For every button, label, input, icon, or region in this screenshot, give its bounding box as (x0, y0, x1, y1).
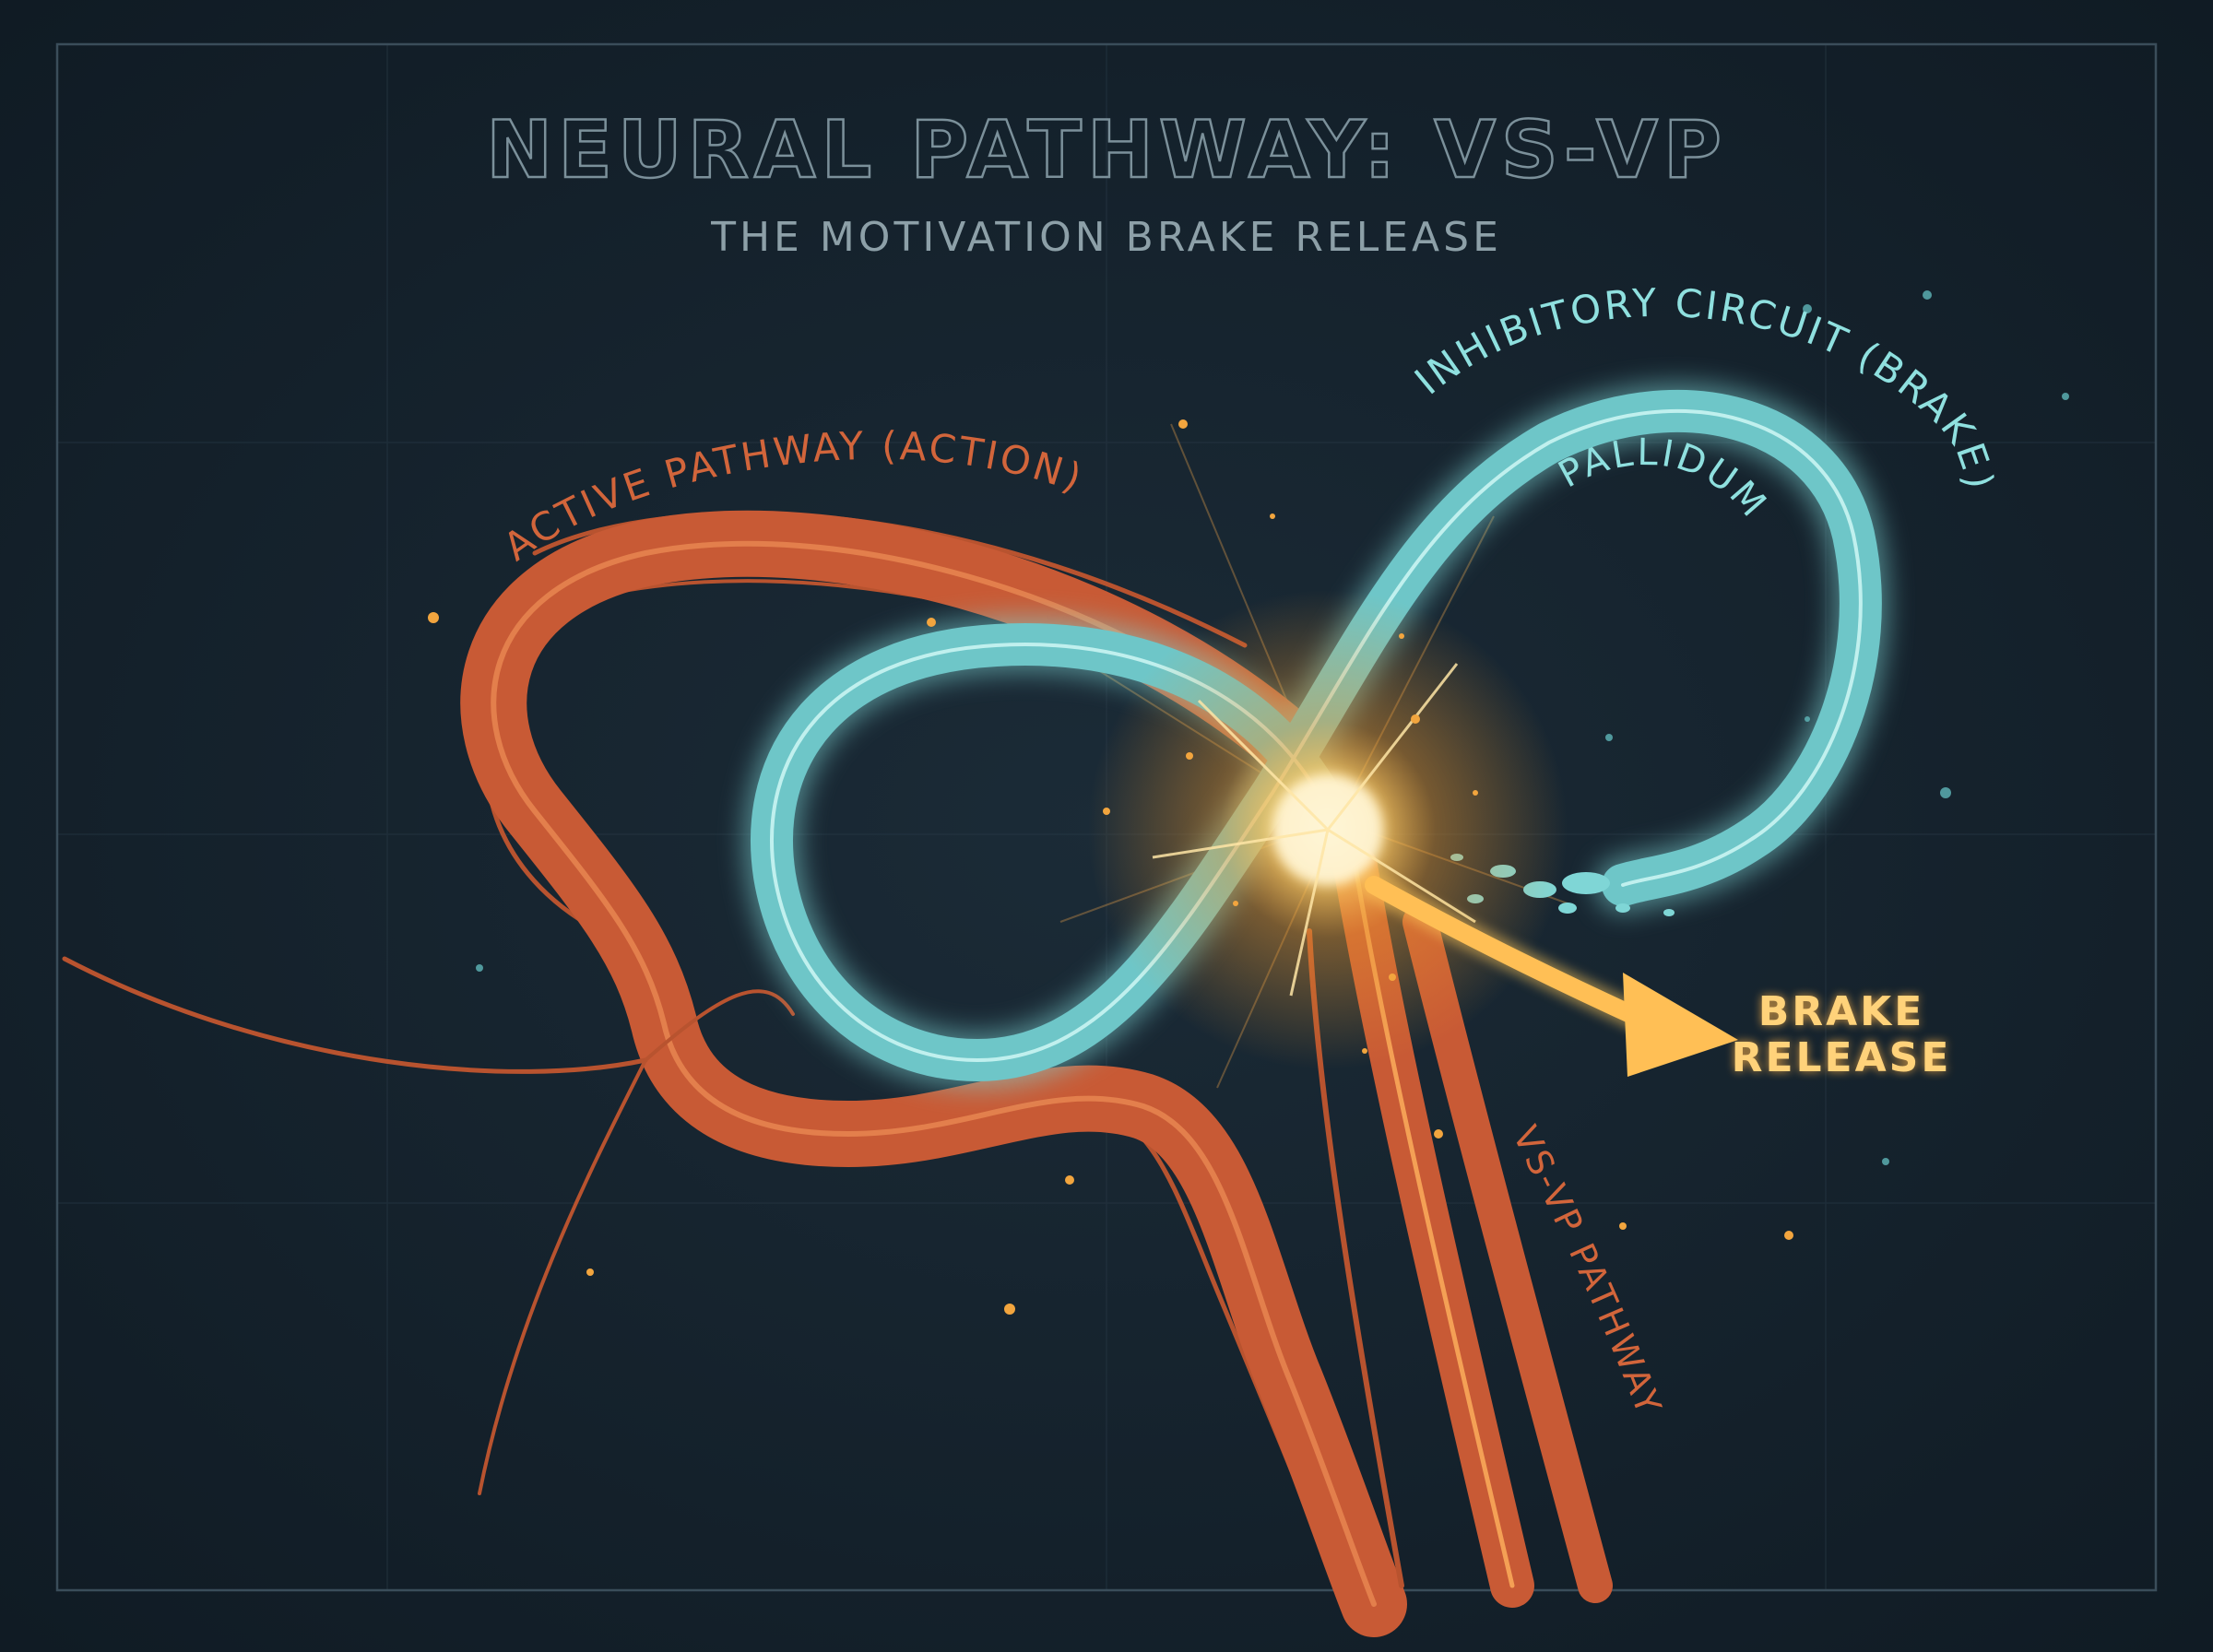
diagram-subtitle: THE MOTIVATION BRAKE RELEASE (710, 214, 1502, 261)
frame-border (55, 42, 2158, 1592)
cyan-particles (476, 290, 2069, 1165)
diagram-title: NEURAL PATHWAY: VS-VP (486, 104, 1727, 196)
brake-release-line-1: BRAKE (1758, 988, 1925, 1035)
spark-particles (428, 419, 1793, 1315)
brake-release-glow-2: RELEASE (1732, 1034, 1952, 1081)
burst-glow-icon (1088, 590, 1568, 1069)
release-arrow-icon (1360, 871, 1738, 1077)
brake-release-line-2: RELEASE (1732, 1034, 1952, 1081)
label-brake-release: BRAKE RELEASE BRAKE RELEASE (1732, 988, 1952, 1081)
brake-release-glow-1: BRAKE (1758, 988, 1925, 1035)
